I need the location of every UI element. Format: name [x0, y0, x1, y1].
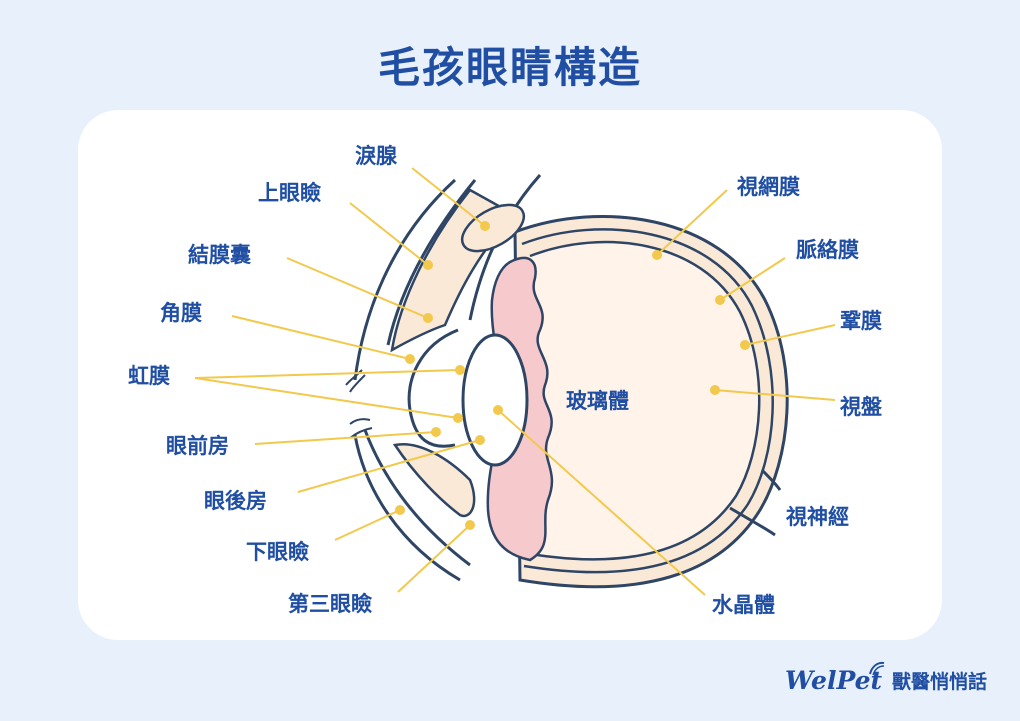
label-iris: 虹膜	[128, 364, 170, 388]
lens-shape	[461, 333, 529, 467]
choroid-layer	[521, 228, 774, 574]
brand-logo: WelPet	[785, 665, 883, 695]
label-anterior-chamber: 眼前房	[166, 434, 229, 458]
third-eyelid-shape	[392, 442, 476, 518]
retina-layer	[529, 240, 761, 561]
label-third-eyelid: 第三眼瞼	[288, 592, 372, 616]
label-choroid: 脈絡膜	[796, 238, 859, 262]
page-title: 毛孩眼睛構造	[377, 43, 642, 92]
label-posterior-chamber: 眼後房	[204, 489, 267, 513]
label-retina: 視網膜	[737, 175, 800, 199]
optic-nerve-shape	[729, 468, 782, 537]
footer-brand: WelPet 獸醫悄悄話	[785, 661, 988, 698]
label-lens: 水晶體	[712, 593, 775, 617]
lacrimal-gland-shape	[460, 203, 526, 253]
label-vitreous-body: 玻璃體	[566, 389, 629, 413]
paw-arc-icon	[869, 661, 885, 676]
eyelashes-lower	[349, 418, 373, 439]
label-cornea: 角膜	[160, 301, 202, 325]
label-lacrimal-gland: 淚腺	[355, 144, 397, 168]
label-optic-disc: 視盤	[840, 395, 882, 419]
brand-name-cn: 獸醫悄悄話	[892, 670, 988, 693]
eyelashes-upper	[345, 369, 366, 393]
label-optic-nerve: 視神經	[786, 505, 849, 529]
label-sclera: 鞏膜	[840, 309, 882, 333]
label-lower-eyelid: 下眼瞼	[246, 540, 309, 564]
label-conjunctival-sac: 結膜囊	[188, 243, 251, 267]
label-upper-eyelid: 上眼瞼	[258, 181, 321, 205]
